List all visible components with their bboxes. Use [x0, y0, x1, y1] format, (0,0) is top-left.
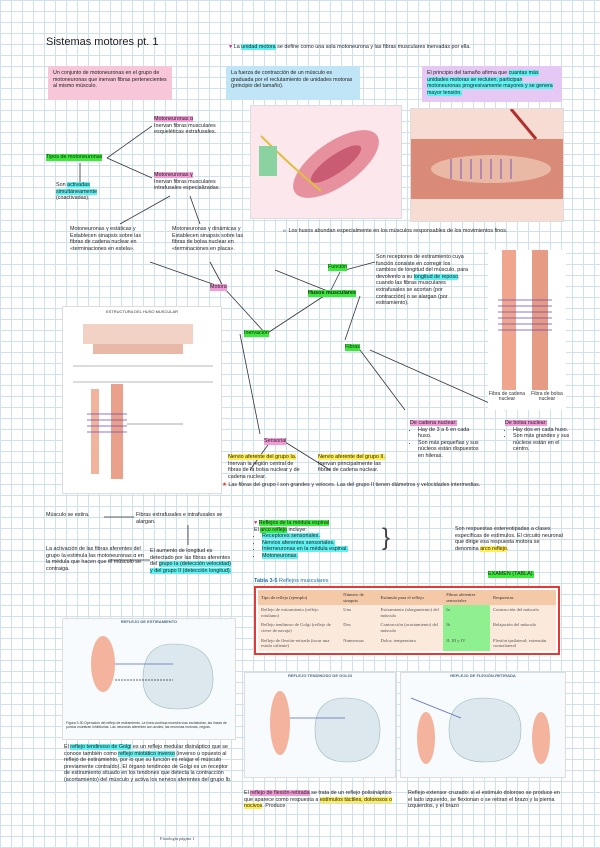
brace-icon: }: [382, 524, 391, 551]
gamma-dinamicas: Motoneuronas γ dinámicas y Establecen si…: [172, 226, 244, 252]
examen-label: EXAMEN (TABLA).: [488, 571, 535, 578]
star-note: ★ Las fibras del grupo I son grandes y v…: [222, 482, 481, 488]
golgi-title: REFLEJO TENDINOSO DE GOLGI: [287, 673, 352, 678]
cadena-nuclear: De cadena nuclear: Hay de 3 a 6 en cada …: [410, 420, 480, 460]
coactivadas-note: Son activadas simultáneamente (coactivad…: [56, 182, 98, 202]
box-conjunto-motoneuronas: Un conjunto de motoneuronas en el grupo …: [48, 66, 172, 100]
aferente-ii: Nervio aferente del grupo II. Inervan pr…: [318, 454, 385, 474]
fibra-cadena-label: Fibra de cadena nuclear: [488, 391, 526, 402]
aferente-ia: Nervio aferente del grupo Ia. Inervan la…: [228, 454, 300, 480]
estiramiento-title: REFLEJO DE ESTIRAMIENTO: [120, 619, 178, 624]
tipos-motoneuronas-label: Tipos de motoneuronas: [46, 154, 103, 161]
husos-musculares-center: Husos musculares: [308, 290, 356, 297]
box-principio-tamano: El principio del tamaño afirma que cuant…: [422, 66, 562, 102]
fibras-intrafusales-illustration: [410, 108, 564, 222]
muscle-fiber-drawing: [259, 130, 379, 198]
tabla-reflejos: Tabla 3-5 Reflejos musculares Tipo de re…: [254, 578, 560, 655]
flow-fibras-alargan: Fibras extrafusales e intrafusales se al…: [136, 512, 223, 525]
page-title: Sistemas motores pt. 1: [46, 36, 159, 48]
heart-icon: ♥: [254, 520, 258, 526]
reflejo-flexion-figure: REFLEJO DE FLEXIÓN-RETIRADA: [400, 672, 566, 778]
reflejo-estiramiento-figure: REFLEJO DE ESTIRAMIENTO Figura 3-30 Oper…: [62, 618, 236, 740]
golgi-drawing: [270, 691, 381, 763]
flexion-drawing: [410, 697, 550, 764]
bolsa-nuclear: De bolsa nuclear: Hay dos en cada huso.S…: [505, 420, 573, 453]
fibras-huso-figure: Fibra de cadena nuclear Fibra de bolsa n…: [488, 250, 566, 410]
table-row: Reflejo de flexión-retirada (tocar una e…: [258, 635, 556, 651]
husos-note: ☼ Los husos abundan especialmente en los…: [282, 228, 508, 234]
flow-aumento-longitud: El aumento de longitud es detectado por …: [150, 548, 232, 574]
fibras-drawing: [498, 250, 552, 390]
page-footer: Fisiología página 1: [160, 836, 195, 841]
funcion-label: Función: [328, 264, 348, 271]
reflejos-list: ♥ Reflejos de la médula espinal El arco …: [254, 520, 424, 560]
flow-musculo-estira: Músculo se estira.: [46, 512, 90, 518]
estiramiento-drawing: [91, 636, 214, 710]
flexion-title: REFLEJO DE FLEXIÓN-RETIRADA: [450, 673, 516, 678]
unidad-motora-definition: ♥ La unidad motora se define como una so…: [229, 44, 471, 50]
heart-icon: ♥: [229, 44, 233, 50]
huso-muscular-illustration: [250, 105, 402, 219]
reflejos-side-text: Son respuestas estereotipadas a clases e…: [455, 526, 563, 552]
motora-label: Motora: [210, 284, 227, 291]
estructura-huso-title: ESTRUCTURA DEL HUSO MUSCULAR: [105, 309, 179, 314]
reflejos-table: Tipo de reflejo (ejemplo)Número de sinap…: [258, 590, 556, 651]
figura-caption: Figura 3-30 Operación del reflejo de est…: [66, 721, 227, 730]
motoneuronas-alfa: Motoneuronas α Inervan fibras musculares…: [154, 116, 217, 136]
funcion-text: Son receptores de estiramiento cuya func…: [376, 254, 468, 307]
inervacion-label: Inervación: [244, 330, 269, 337]
star-icon: ★: [222, 482, 227, 488]
reflejo-golgi-figure: REFLEJO TENDINOSO DE GOLGI: [244, 672, 396, 778]
huso-structure-drawing: [73, 324, 213, 479]
flexion-text: El reflejo de flexión-retirada se trata …: [244, 790, 393, 810]
table-row: Reflejo de estiramiento (reflejo rotulia…: [258, 605, 556, 621]
gamma-estaticas: Motoneuronas γ estáticas y Establecen si…: [70, 226, 142, 252]
flow-activacion-ia: La activación de las fibras aferentes de…: [46, 546, 144, 572]
fibra-bolsa-label: Fibra de bolsa nuclear: [531, 391, 563, 402]
estructura-huso-figure: ESTRUCTURA DEL HUSO MUSCULAR: [62, 306, 222, 494]
intrafusal-fiber-drawing: [411, 109, 563, 199]
extensor-cruzado-text: Reflejo extensor cruzado: si el estímulo…: [408, 790, 560, 810]
box-fuerza-contraccion: La fuerza de contracción de un músculo e…: [226, 66, 360, 100]
motoneuronas-gamma: Motoneuronas γ Inervan fibras musculares…: [154, 172, 220, 192]
table-row: Reflejo tendinoso de Golgi (reflejo de c…: [258, 620, 556, 636]
golgi-text: El reflejo tendinoso de Golgi es un refl…: [64, 744, 232, 783]
sun-icon: ☼: [282, 228, 287, 234]
sensorial-label: Sensorial: [264, 438, 287, 445]
fibras-label: Fibras: [345, 344, 360, 351]
